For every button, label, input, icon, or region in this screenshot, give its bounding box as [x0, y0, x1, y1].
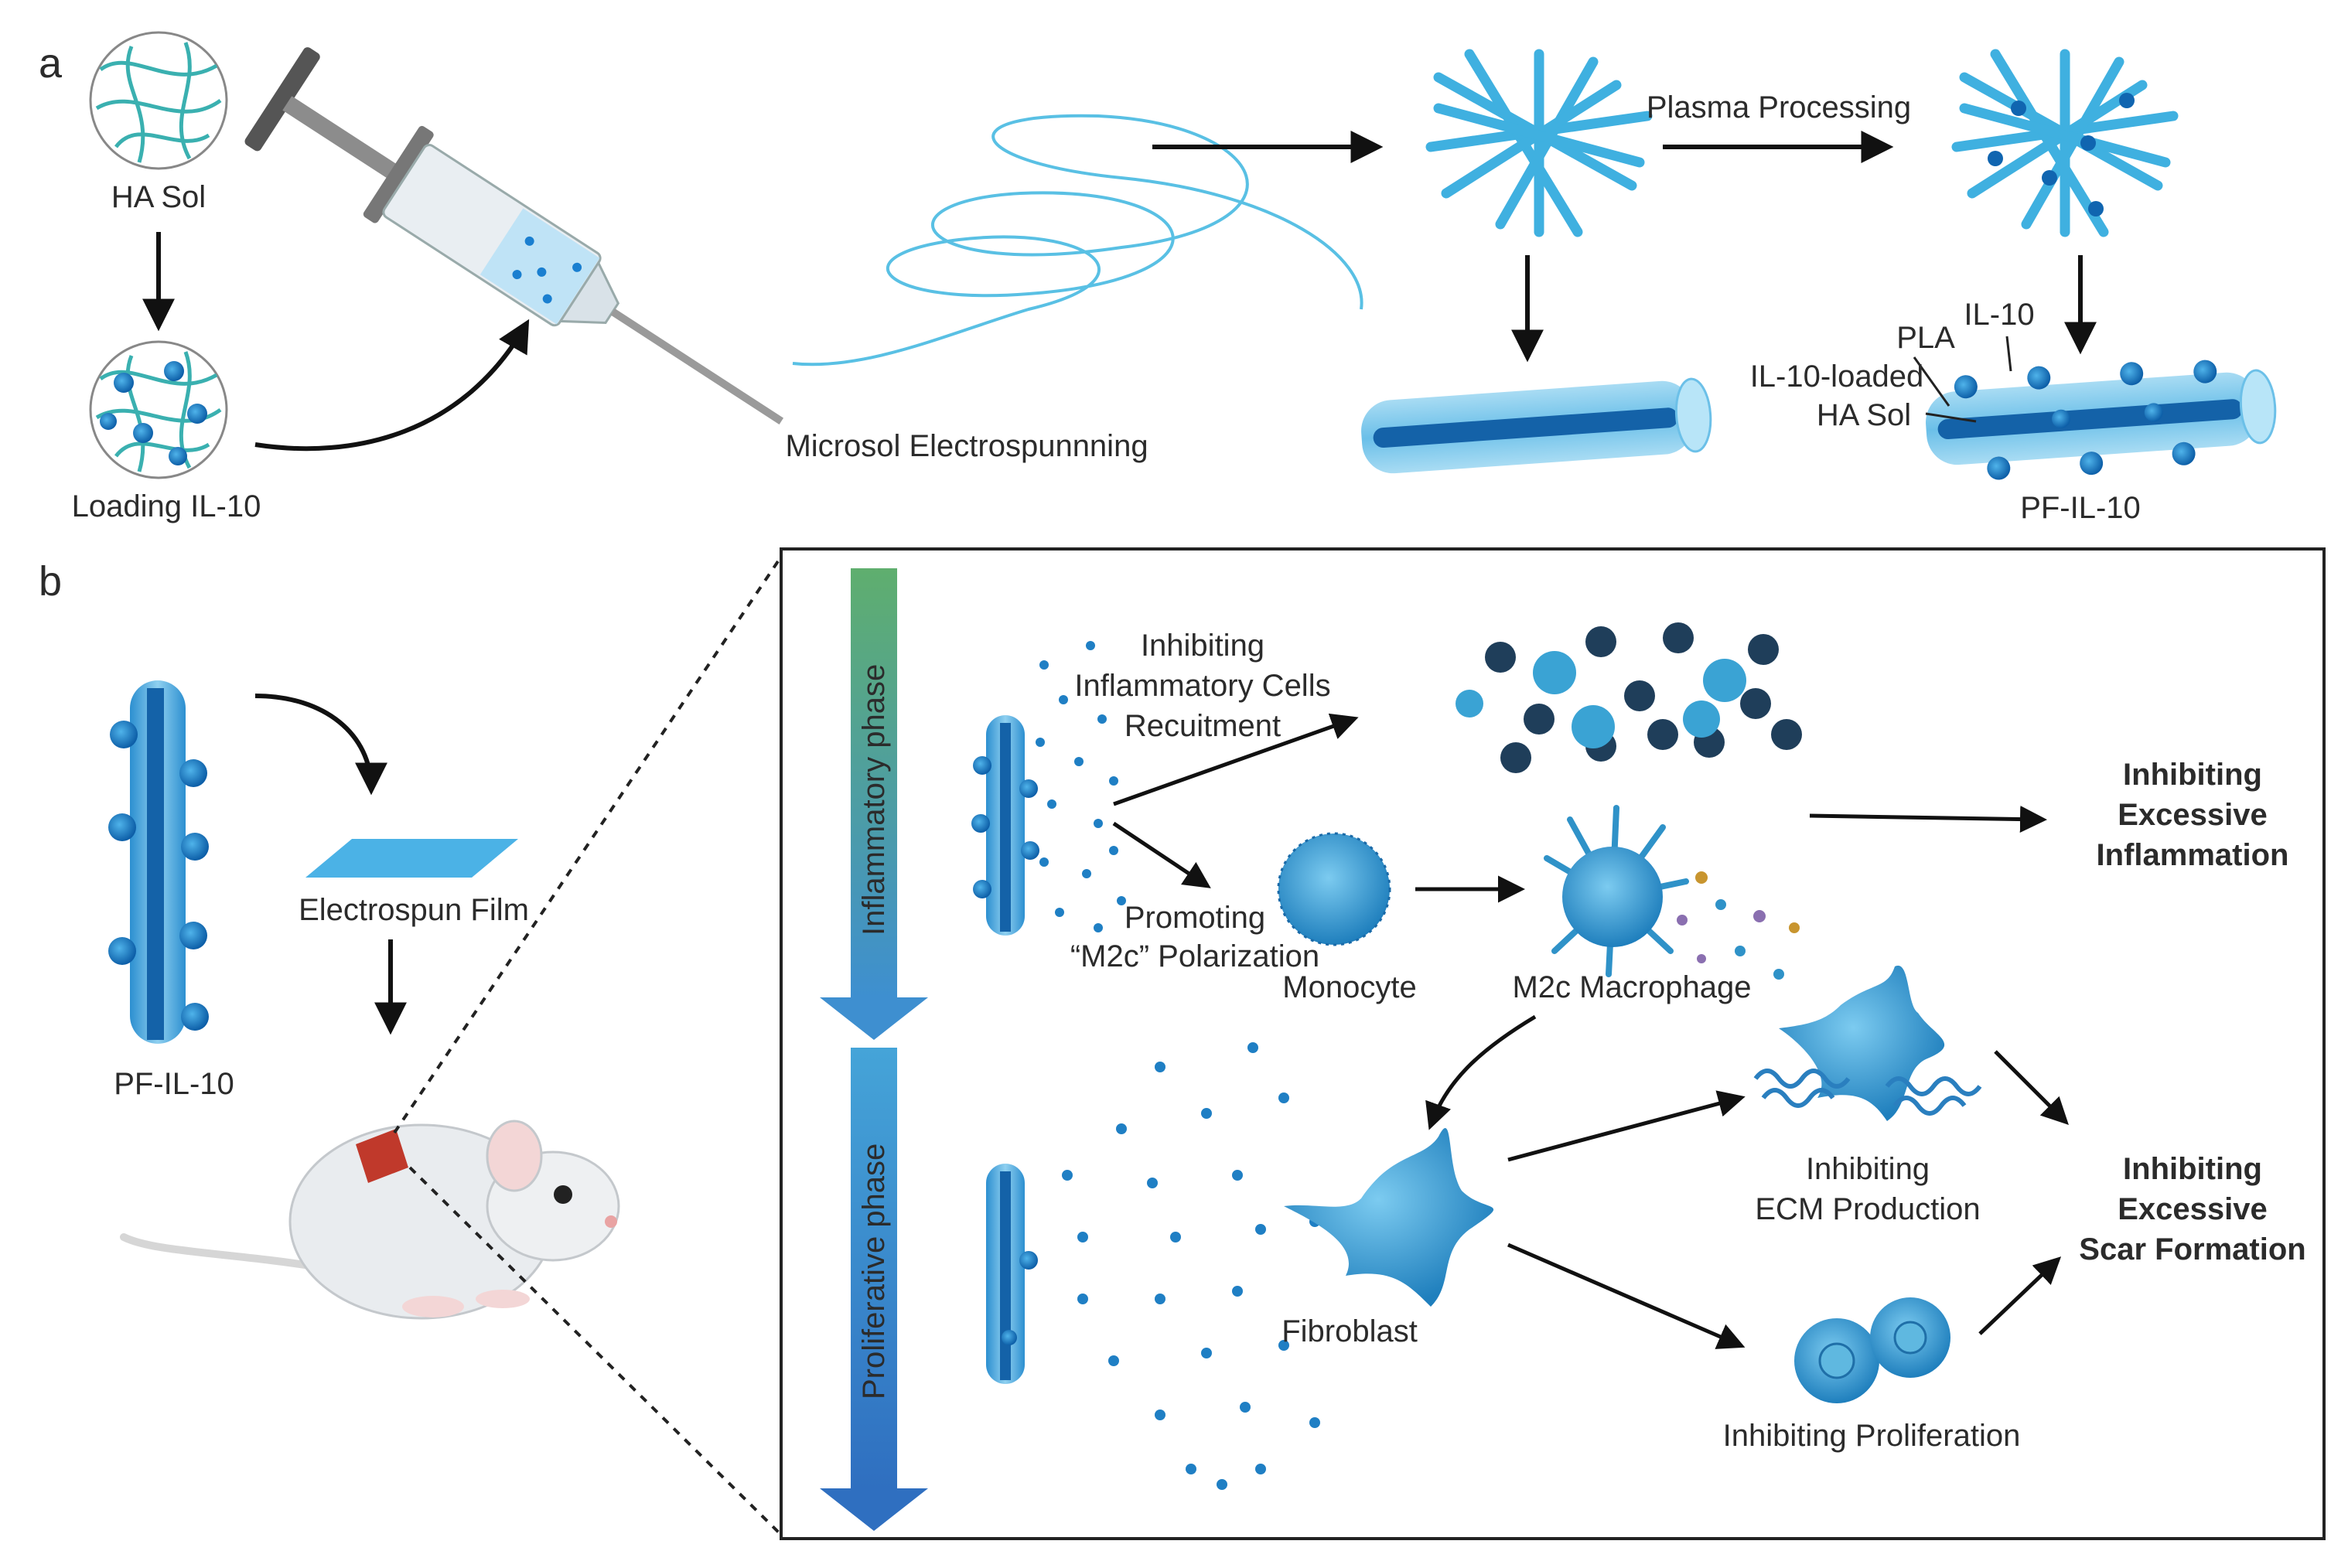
il10-release-dots-proliferative [1062, 1042, 1320, 1490]
inflammatory-phase-label: Inflammatory phase [857, 664, 891, 936]
wound-patch [356, 1129, 408, 1183]
outcome1-line2: Excessive [2118, 798, 2268, 832]
pf-il10-label-b: PF-IL-10 [114, 1067, 234, 1101]
inflammatory-phase-arrow [820, 568, 928, 1040]
inhib-proliferation-label: Inhibiting Proliferation [1723, 1419, 2021, 1453]
monocyte-cell [1277, 832, 1391, 946]
mouse-illustration [120, 1120, 620, 1320]
outcome1-line3: Inflammation [2097, 838, 2289, 872]
cytokine-dots [1677, 871, 1800, 980]
panel-a-letter: a [39, 40, 63, 87]
fibroblast-cell [1284, 1128, 1494, 1307]
il10-leader [2005, 336, 2012, 372]
outcome2-line2: Excessive [2118, 1192, 2268, 1226]
inhib-cells-line3: Recuitment [1125, 709, 1281, 743]
proliferative-fiber [986, 1164, 1038, 1384]
proliferative-phase-label: Proliferative phase [857, 1144, 891, 1399]
inhib-ecm-line2: ECM Production [1755, 1192, 1980, 1226]
outcome1-line1: Inhibiting [2123, 758, 2262, 792]
arrow-prolif-to-scar [1978, 1256, 2062, 1335]
il10-label: IL-10 [1964, 298, 2034, 332]
inflammatory-cells-cluster [1456, 622, 1802, 773]
panel-a: a HA Sol Loading IL-10 [39, 31, 2277, 525]
zoom-line-top [393, 555, 783, 1134]
il10-loaded-label: IL-10-loaded [1750, 360, 1924, 394]
arrow-to-syringe [254, 319, 530, 452]
pf-il10-fiber [1926, 360, 2277, 480]
arrow-to-proliferation [1507, 1242, 1746, 1349]
loading-il10-label: Loading IL-10 [72, 489, 261, 523]
ha-sol-icon [89, 31, 228, 170]
zoom-line-bottom [408, 1166, 783, 1536]
pla-label: PLA [1896, 321, 1955, 355]
m2c-macrophage-cell [1544, 805, 1689, 977]
macrophage-label: M2c Macrophage [1512, 970, 1751, 1004]
proliferative-phase-arrow [820, 1048, 928, 1531]
plasma-label: Plasma Processing [1647, 90, 1911, 124]
arrow-to-monocyte [1112, 821, 1211, 888]
fiber-mesh-processed [1951, 49, 2179, 237]
outcome2-line1: Inhibiting [2123, 1152, 2262, 1186]
ha-sol-leader-label: HA Sol [1817, 398, 1911, 432]
ha-sol-label: HA Sol [111, 180, 206, 214]
monocyte-label: Monocyte [1282, 970, 1416, 1004]
electrospinning-jet [792, 114, 1363, 366]
inflammatory-fiber [971, 715, 1039, 936]
pf-il10-label-a: PF-IL-10 [2020, 491, 2141, 525]
arrow-to-inflammatory-cells [1113, 713, 1359, 806]
inhib-ecm-line1: Inhibiting [1806, 1152, 1930, 1186]
electrospun-film-label: Electrospun Film [299, 893, 529, 927]
pf-il10-vertical-fiber [108, 680, 209, 1044]
electrospun-film-icon [305, 839, 518, 878]
promoting-label: Promoting [1125, 901, 1265, 935]
polarization-label: “M2c” Polarization [1070, 939, 1319, 973]
pla-leader [1913, 356, 1950, 407]
inhib-cells-line1: Inhibiting [1141, 629, 1264, 663]
electrospinning-label: Microsol Electrospunnning [785, 429, 1148, 463]
il10-release-dots-inflammatory [1036, 641, 1126, 932]
ecm-fibroblast-cell [1753, 965, 1982, 1121]
panel-b: b PF-IL-10 Electrospun Film [39, 547, 2326, 1540]
mechanism-box [780, 547, 2326, 1540]
arrow-to-outcome-inflammation [1809, 806, 2047, 833]
fibroblast-label: Fibroblast [1282, 1314, 1418, 1348]
inhib-cells-line2: Inflammatory Cells [1074, 669, 1330, 703]
panel-b-letter: b [39, 558, 62, 605]
fiber-mesh-plain [1425, 49, 1653, 237]
arrow-to-film [254, 694, 387, 796]
arrow-macrophage-to-fibroblast [1425, 1014, 1537, 1130]
arrow-ecm-to-scar [1994, 1050, 2069, 1125]
arrow-to-ecm [1507, 1090, 1746, 1162]
plain-fiber-tube [1361, 377, 1712, 474]
loaded-ha-sol-icon [89, 340, 228, 479]
syringe-icon [244, 47, 784, 425]
outcome2-line3: Scar Formation [2079, 1232, 2305, 1266]
ha-sol-leader [1925, 412, 1977, 423]
proliferating-cells [1794, 1297, 1950, 1403]
